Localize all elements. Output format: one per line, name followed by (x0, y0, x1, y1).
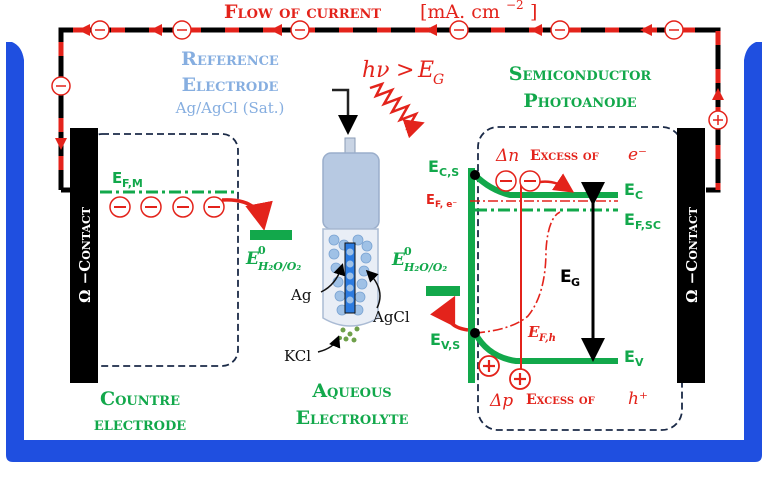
flow-units-exp: −2 (506, 0, 524, 12)
e0-left: E (245, 249, 260, 269)
ecs-sub: C,S (439, 166, 459, 179)
metal-to-redox-arrow (221, 198, 273, 231)
semi-label-1: Semiconductor (509, 63, 652, 85)
valence-band (472, 331, 618, 364)
reference-electrode (322, 88, 380, 343)
counter-electrode-box (85, 133, 239, 367)
footer-title: Photoelectrochemical Cell (PEC) (170, 459, 598, 488)
efsc-sub: F,SC (635, 219, 661, 232)
e0-left-sup: 0 (258, 244, 266, 257)
current-flow-markers (51, 20, 728, 130)
excess-e-sym: e⁻ (628, 145, 647, 165)
flow-units: [mA. cm (420, 1, 500, 23)
efh-sub: F,h (538, 333, 556, 344)
photon-eg: E (417, 58, 434, 83)
reference-label-2: Electrode (182, 74, 279, 96)
efe-label: E (426, 193, 435, 208)
evs-label: E (430, 330, 441, 349)
left-contact-label: Ω −Contact (76, 206, 94, 303)
ec-label: E (624, 180, 635, 199)
countre-label-2: electrode (94, 413, 186, 435)
ev-label: E (624, 347, 635, 366)
delta-n: Δn (495, 146, 519, 166)
e0-right: E (391, 250, 406, 270)
aqueous-label-2: Electrolyte (296, 407, 409, 429)
efm-sub: F,M (122, 177, 143, 190)
photon-hv: hν (362, 58, 390, 83)
semi-label-2: Photoanode (523, 90, 636, 112)
kcl-label: KCl (284, 347, 311, 365)
aqueous-label-1: Aqueous (311, 380, 391, 402)
ec-sub: C (635, 189, 643, 202)
excess-h-sym: h⁺ (628, 389, 648, 409)
flow-title: Flow of current (224, 1, 381, 23)
redox-level-right (426, 286, 460, 296)
ev-sub: V (635, 356, 644, 369)
redox-level-left (250, 230, 292, 240)
e0-right-sub: H₂O/O₂ (403, 261, 447, 274)
efh-label: E (527, 323, 540, 341)
efsc-label: E (624, 210, 635, 229)
eg-sub: G (571, 276, 580, 289)
quasi-fermi-h (474, 211, 561, 334)
delta-p: Δp (489, 391, 513, 411)
photon-eg-sub: G (433, 72, 444, 88)
evs-sub: V,S (441, 339, 460, 352)
eg-label: E (560, 267, 572, 287)
efm-label: E (112, 169, 122, 187)
right-contact-label: Ω −Contact (683, 206, 701, 303)
reference-label-1: Reference (181, 48, 279, 70)
e0-left-sub: H₂O/O₂ (257, 260, 301, 273)
right-ohmic-contact (677, 128, 705, 383)
reference-sub: Ag/AgCl (Sat.) (175, 99, 285, 117)
semiconductor-surface (468, 168, 475, 383)
left-ohmic-contact (70, 128, 98, 383)
efe-sub: F, e⁻ (435, 200, 457, 210)
countre-label-1: Countre (100, 388, 180, 410)
excess-e: Excess of (530, 148, 599, 164)
photoanode-box (477, 126, 683, 431)
photon-gt: > (396, 58, 414, 83)
hole-to-redox-arrow (430, 295, 469, 332)
excess-h: Excess of (526, 392, 595, 408)
ag-label: Ag (290, 286, 312, 304)
flow-units-close: ] (530, 1, 537, 23)
ecs-label: E (428, 157, 439, 176)
photon-wave (369, 81, 425, 139)
agcl-label: AgCl (372, 308, 410, 326)
metal-electrons (109, 196, 225, 218)
e0-right-sup: 0 (404, 245, 412, 258)
